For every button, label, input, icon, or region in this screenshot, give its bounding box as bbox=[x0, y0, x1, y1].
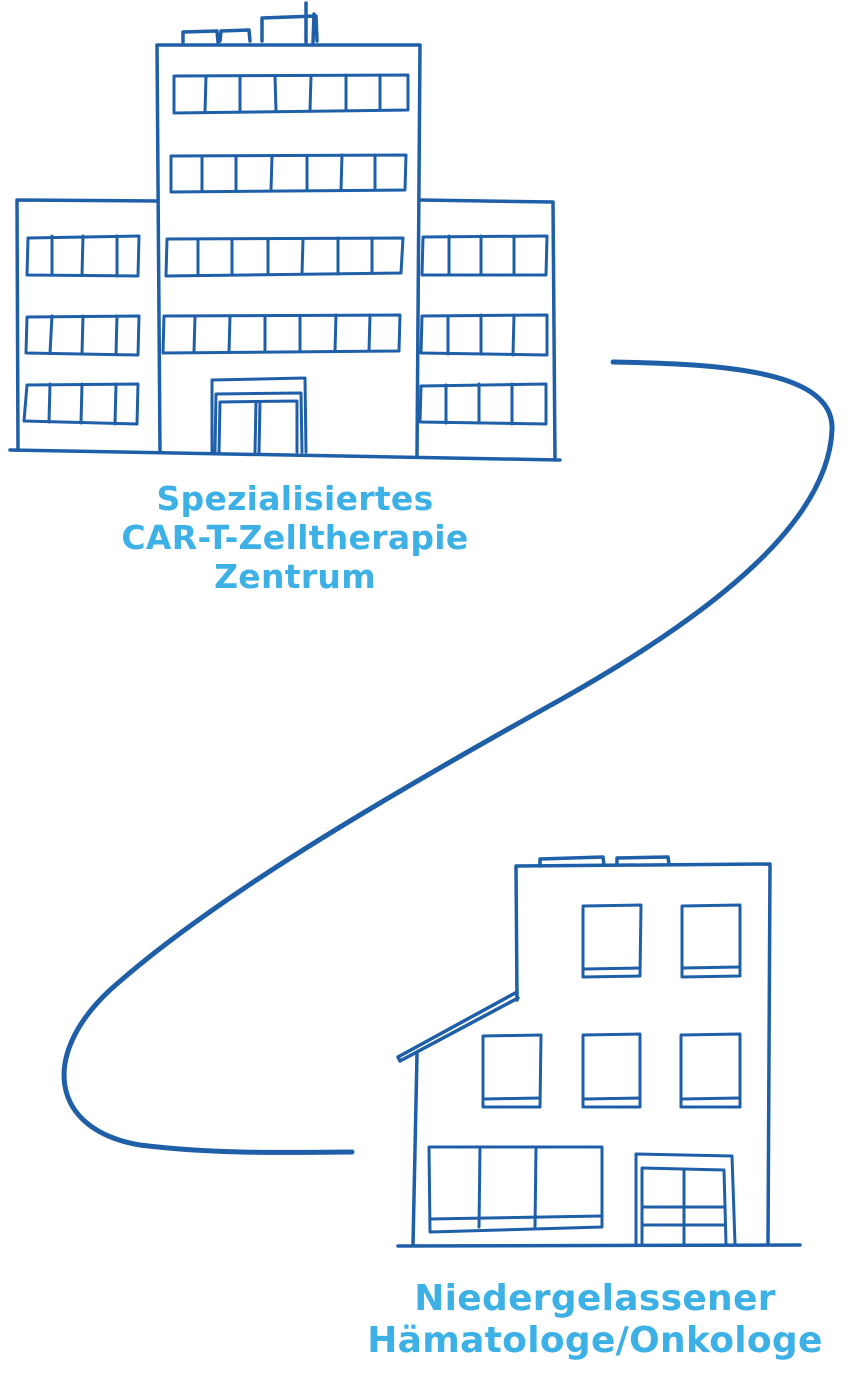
shop-window bbox=[427, 1145, 604, 1234]
window bbox=[481, 1033, 543, 1109]
window bbox=[680, 903, 742, 979]
clinic-door-icon bbox=[634, 1152, 737, 1246]
center-label-line-3: Zentrum bbox=[214, 556, 376, 596]
window-row bbox=[169, 153, 408, 194]
window-row bbox=[418, 382, 548, 426]
window bbox=[581, 1032, 642, 1109]
center-label-line-1: Spezialisiertes bbox=[156, 479, 434, 518]
window bbox=[581, 903, 643, 979]
small-clinic-building-icon bbox=[396, 855, 802, 1248]
large-hospital-building-icon bbox=[8, 1, 562, 462]
window-row bbox=[172, 73, 410, 115]
window-row bbox=[419, 313, 549, 357]
entrance-door-icon bbox=[210, 376, 308, 454]
local-label-line-1: Niedergelassener bbox=[414, 1278, 776, 1319]
center-label-line-2: CAR-T-Zelltherapie bbox=[121, 517, 469, 557]
window-row bbox=[25, 234, 141, 278]
window-row bbox=[164, 236, 405, 278]
window bbox=[679, 1032, 742, 1109]
local-label: Niedergelassener Hämatologe/Onkologe bbox=[330, 1278, 860, 1363]
window-row bbox=[24, 314, 141, 357]
connector-path bbox=[61, 359, 835, 1155]
window-row bbox=[420, 234, 549, 277]
window-row bbox=[161, 313, 402, 355]
local-label-line-2: Hämatologe/Onkologe bbox=[367, 1320, 823, 1362]
window-row bbox=[22, 382, 140, 426]
center-label: Spezialisiertes CAR-T-Zelltherapie Zentr… bbox=[60, 479, 530, 597]
